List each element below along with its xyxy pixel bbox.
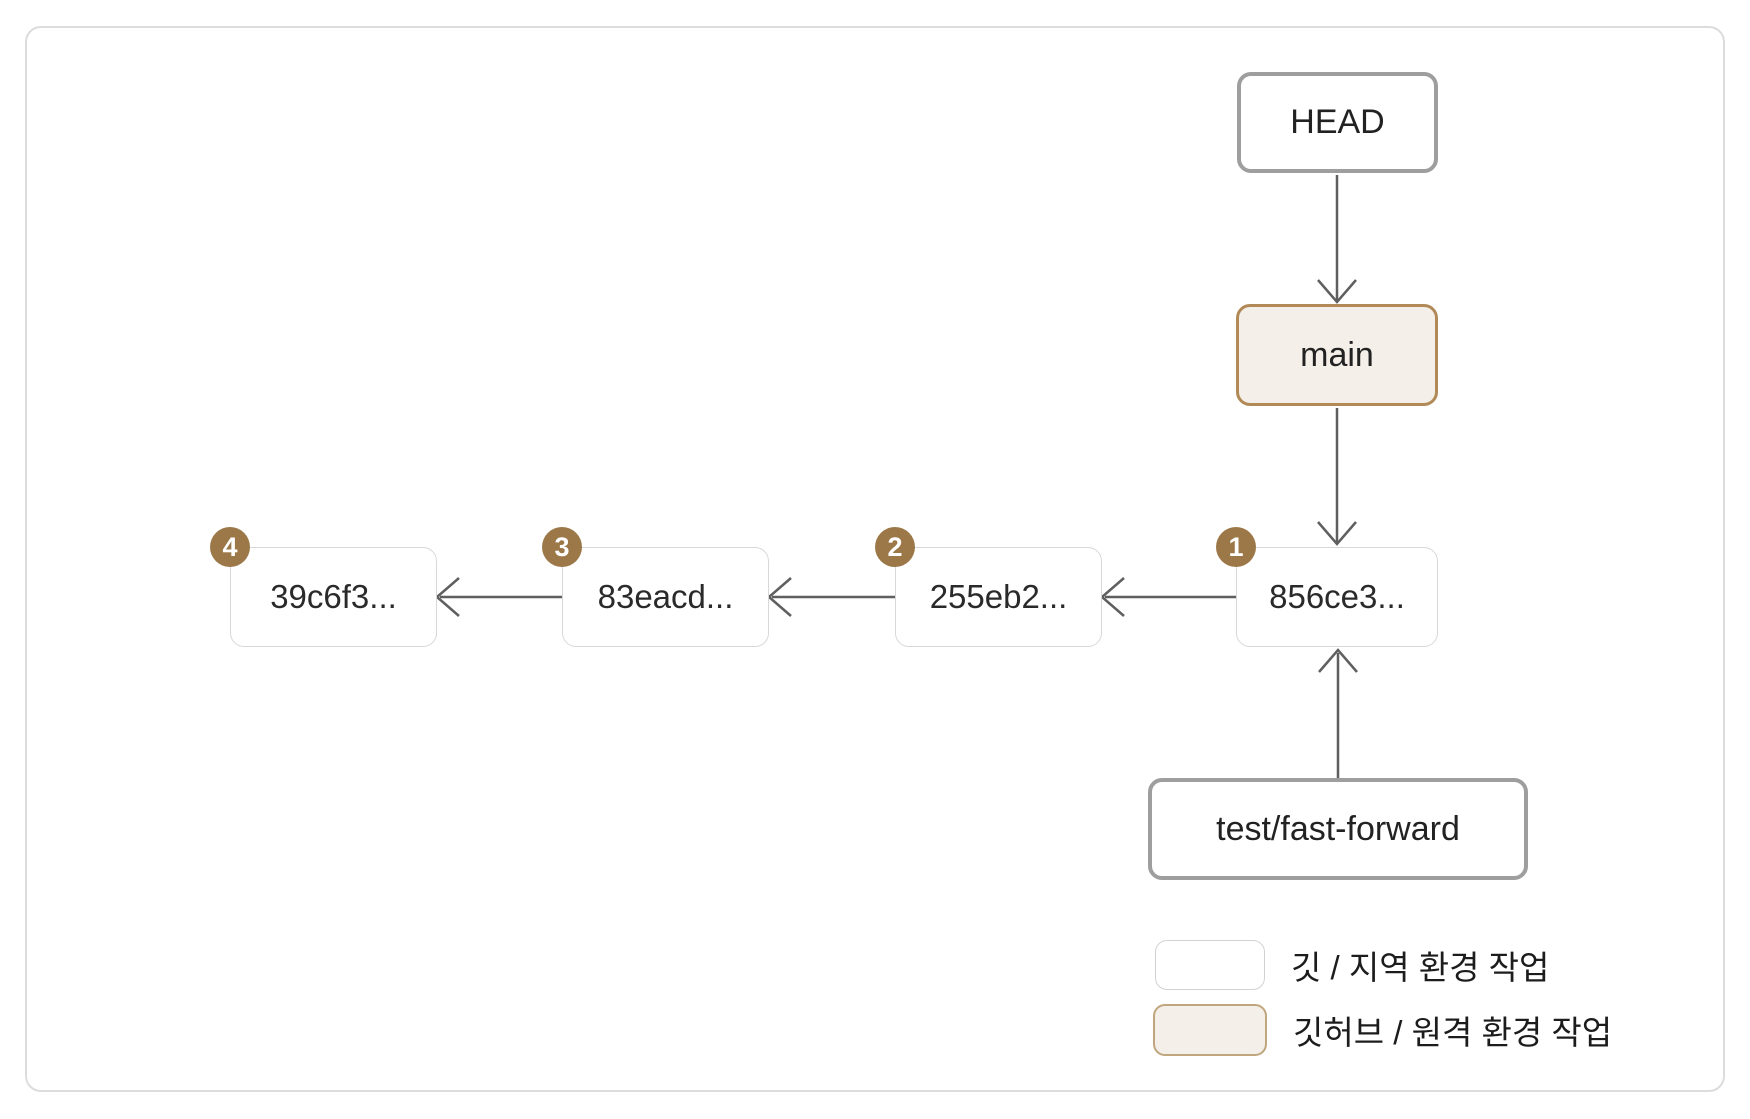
branch-label: test/fast-forward [1216, 809, 1460, 848]
node-commit-83eacd: 83eacd... [562, 547, 769, 647]
legend-item-local: 깃 / 지역 환경 작업 [1155, 939, 1549, 991]
node-commit-856ce3: 856ce3... [1236, 547, 1438, 647]
legend-item-remote: 깃허브 / 원격 환경 작업 [1153, 1004, 1612, 1056]
node-main-label: main [1300, 335, 1374, 374]
node-test-fast-forward-branch: test/fast-forward [1148, 778, 1528, 880]
commit-label: 856ce3... [1269, 578, 1405, 615]
badge-number: 1 [1228, 531, 1244, 562]
badge-number: 4 [222, 531, 238, 562]
node-commit-39c6f3: 39c6f3... [230, 547, 437, 647]
legend-local-label: 깃 / 지역 환경 작업 [1291, 949, 1550, 986]
node-main-branch: main [1236, 304, 1438, 406]
badge-number: 3 [554, 531, 570, 562]
commit-label: 39c6f3... [270, 578, 397, 615]
node-head-label: HEAD [1290, 103, 1385, 141]
node-commit-255eb2: 255eb2... [895, 547, 1102, 647]
legend-remote-swatch [1153, 1004, 1267, 1056]
commit-label: 83eacd... [597, 578, 734, 615]
commit-order-badge-3: 3 [542, 527, 582, 567]
commit-order-badge-4: 4 [210, 527, 250, 567]
commit-label: 255eb2... [929, 578, 1068, 615]
node-head: HEAD [1237, 72, 1438, 173]
commit-order-badge-2: 2 [875, 527, 915, 567]
legend-local-swatch [1155, 940, 1265, 990]
commit-order-badge-1: 1 [1216, 527, 1256, 567]
badge-number: 2 [887, 531, 903, 562]
legend-remote-label: 깃허브 / 원격 환경 작업 [1293, 1014, 1613, 1051]
